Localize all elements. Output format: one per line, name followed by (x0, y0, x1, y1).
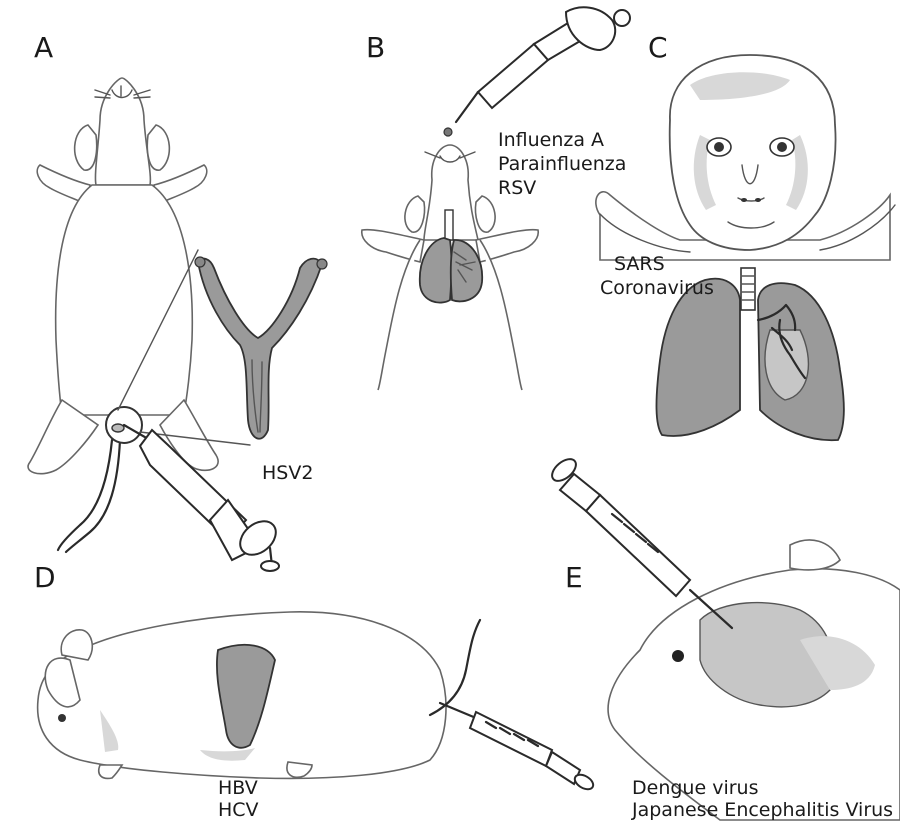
panel-a-virus-label: HSV2 (262, 463, 313, 484)
panel-b-virus-label-3: RSV (498, 178, 536, 199)
panel-d-virus-label-1: HBV (218, 778, 258, 799)
panel-b-virus-label-2: Parainfluenza (498, 154, 626, 175)
panel-c-virus-label-2: Coronavirus (600, 278, 714, 299)
panel-b-mouse-illustration (362, 7, 630, 390)
panel-c-monkey-illustration (596, 55, 895, 440)
panel-b-virus-label-1: Influenza A (498, 130, 604, 151)
panel-c-letter: C (648, 32, 668, 63)
panel-e-letter: E (565, 562, 583, 593)
panel-c-virus-label-1: SARS (614, 254, 665, 275)
panel-e-virus-label-2: Japanese Encephalitis Virus (632, 800, 893, 821)
panel-d-letter: D (34, 562, 56, 593)
panel-a-letter: A (34, 32, 53, 63)
panel-d-mouse-illustration (38, 612, 596, 792)
panel-e-mouse-illustration (548, 455, 900, 820)
pipette-b-icon (444, 7, 630, 136)
panel-b-letter: B (366, 32, 385, 63)
panel-e-virus-label-1: Dengue virus (632, 778, 758, 799)
syringe-e-icon (548, 455, 732, 628)
panel-d-virus-label-2: HCV (218, 800, 259, 821)
panel-a-mouse-illustration (28, 78, 327, 571)
syringe-d-icon (440, 703, 596, 792)
